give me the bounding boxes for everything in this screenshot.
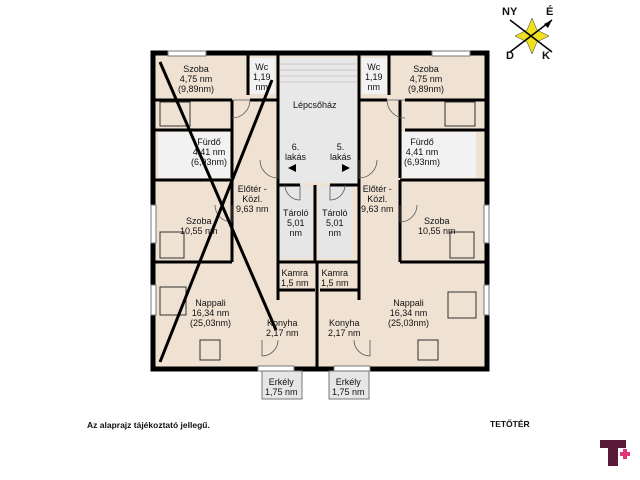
compass-k: K	[542, 50, 550, 62]
compass-ny: NY	[502, 6, 518, 18]
compass-e: É	[546, 6, 554, 18]
level-label: TETŐTÉR	[490, 419, 530, 429]
stair-steps	[280, 63, 357, 83]
room-eloter-left: Előtér -Közl.9,63 nm	[236, 184, 269, 214]
furniture	[159, 101, 477, 361]
storage-left	[279, 186, 312, 258]
wc-left	[250, 58, 275, 94]
room-lepcsohaz: Lépcsőház	[293, 100, 337, 110]
windows	[150, 50, 490, 372]
balcony-right	[328, 370, 370, 400]
wc-right	[362, 58, 387, 94]
cross-out	[158, 61, 278, 363]
compass-icon	[509, 17, 553, 55]
compass-d: D	[506, 50, 514, 62]
doors	[214, 99, 418, 357]
logo-icon	[600, 440, 630, 466]
label-lakas-6: 6.lakás	[285, 142, 307, 162]
apartment-arrows	[288, 164, 350, 172]
bathroom-right	[402, 132, 476, 178]
room-eloter-right: Előtér -Közl.9,63 nm	[361, 184, 394, 214]
staircase	[280, 58, 357, 183]
disclaimer-note: Az alaprajz tájékoztató jellegű.	[87, 420, 210, 430]
storage-right	[318, 186, 351, 258]
balcony-left	[261, 370, 303, 400]
label-lakas-5: 5.lakás	[330, 142, 352, 162]
